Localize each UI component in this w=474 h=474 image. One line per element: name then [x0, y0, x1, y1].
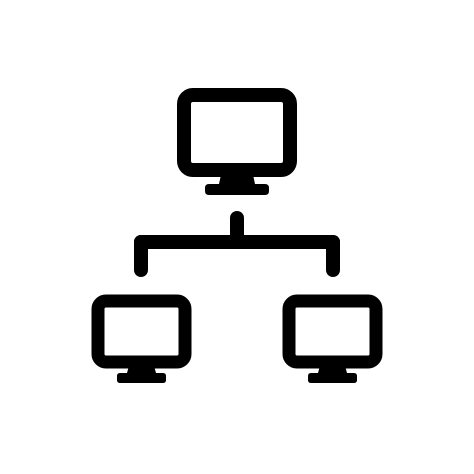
- network-connector-lines: [134, 211, 340, 277]
- left-monitor-screen: [91, 294, 192, 369]
- right-computer-icon: [282, 294, 383, 383]
- top-computer-icon: [177, 88, 297, 195]
- right-monitor-stand: [308, 362, 357, 383]
- top-monitor-stand: [205, 170, 269, 195]
- left-monitor-stand: [117, 362, 166, 383]
- left-computer-icon: [91, 294, 192, 383]
- top-monitor-screen: [177, 88, 297, 177]
- right-monitor-screen: [282, 294, 383, 369]
